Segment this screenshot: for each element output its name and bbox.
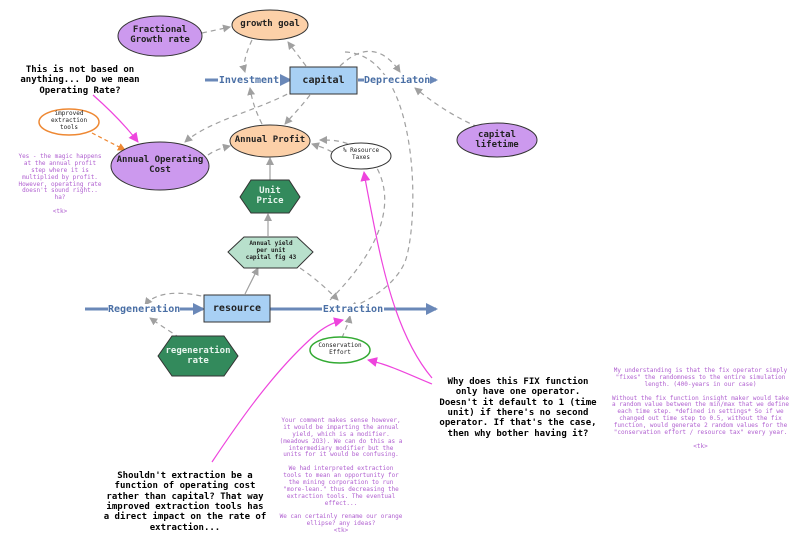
link-fractional-to-growthgoal: [201, 24, 231, 34]
comment-extraction-cost: Shouldn't extraction be a function of op…: [103, 471, 267, 533]
link-capital-to-growthgoal: [287, 41, 307, 67]
regeneration-flow-label: Regeneration: [108, 304, 181, 316]
comment-modifier-reply: Your comment makes sense however, it wou…: [279, 417, 403, 535]
link-extraction-to-profit: [319, 136, 386, 301]
comment-fix-function: Why does this FIX function only have one…: [439, 377, 597, 439]
link-profit-to-investment: [247, 87, 263, 125]
link-lifetime-to-depreciation: [414, 87, 479, 128]
link-capital-to-cost: [184, 89, 296, 143]
fractional-growth-rate-node[interactable]: [117, 15, 203, 57]
improved-extraction-tools-label: improved extraction tools: [50, 110, 88, 131]
fractional-growth-rate-label: Fractional Growth rate: [130, 25, 190, 46]
comment-operating-rate: This is not based on anything... Do we m…: [20, 65, 140, 96]
link-yield-to-extraction: [299, 267, 339, 301]
extraction-flow-label: Extraction: [322, 304, 384, 316]
conservation-effort-node[interactable]: [309, 336, 371, 364]
link-growthgoal-to-investment: [239, 39, 253, 73]
link-tools-to-cost: [91, 132, 126, 151]
unit-price-node[interactable]: [239, 179, 301, 214]
improved-extraction-tools-node[interactable]: [38, 108, 100, 136]
link-regenrate-to-regen: [149, 317, 181, 339]
comment-magic-reply: Yes - the magic happens at the annual pr…: [18, 153, 102, 216]
annual-yield-node[interactable]: [227, 236, 314, 269]
comment-arrow-to-extraction: [211, 317, 344, 463]
resource-label: resource: [212, 303, 262, 314]
comment-fix-reply: My understanding is that the fix operato…: [611, 367, 789, 450]
capital-lifetime-node[interactable]: [456, 122, 538, 158]
link-cost-to-profit: [207, 143, 231, 156]
link-resource-to-yield: [244, 267, 259, 295]
depreciation-flow-label: Depreciaton: [364, 75, 431, 87]
comment-arrow-to-taxes: [360, 171, 433, 379]
growth-goal-label: growth goal: [240, 19, 300, 29]
solid-links: [244, 157, 274, 295]
link-capital-to-profit: [284, 94, 311, 125]
capital-stock[interactable]: [289, 66, 358, 95]
investment-flow-label: Investment: [218, 75, 280, 87]
resource-taxes-node[interactable]: [330, 142, 392, 170]
annual-profit-node[interactable]: [229, 124, 311, 158]
annual-yield-label: Annual yield per unit capital fig 43: [245, 240, 297, 261]
link-taxes-to-profit: [311, 142, 333, 153]
regeneration-rate-label: regeneration rate: [165, 346, 231, 367]
link-resource-to-regen: [144, 292, 211, 306]
comment-arrows: [92, 94, 433, 463]
link-capital-to-extraction: [344, 51, 414, 310]
resource-stock[interactable]: [203, 294, 271, 323]
capital-label: capital: [302, 75, 345, 86]
unit-price-label: Unit Price: [256, 186, 284, 207]
growth-goal-node[interactable]: [231, 9, 309, 41]
capital-lifetime-label: capital lifetime: [475, 130, 519, 151]
annual-profit-label: Annual Profit: [234, 135, 306, 145]
annual-operating-cost-label: Annual Operating Cost: [116, 155, 204, 176]
link-capital-to-depreciation: [339, 50, 401, 73]
conservation-effort-label: Conservation Effort: [318, 342, 362, 356]
comment-arrow-to-conservation: [367, 357, 433, 385]
regeneration-rate-node[interactable]: [157, 335, 239, 377]
dashed-links: [144, 24, 479, 339]
link-conservation-to-extraction: [341, 315, 353, 339]
comment-arrow-operating-cost: [92, 94, 139, 143]
annual-operating-cost-node[interactable]: [110, 141, 210, 191]
nodes: [38, 9, 538, 377]
resource-taxes-label: % Resource Taxes: [342, 147, 380, 161]
